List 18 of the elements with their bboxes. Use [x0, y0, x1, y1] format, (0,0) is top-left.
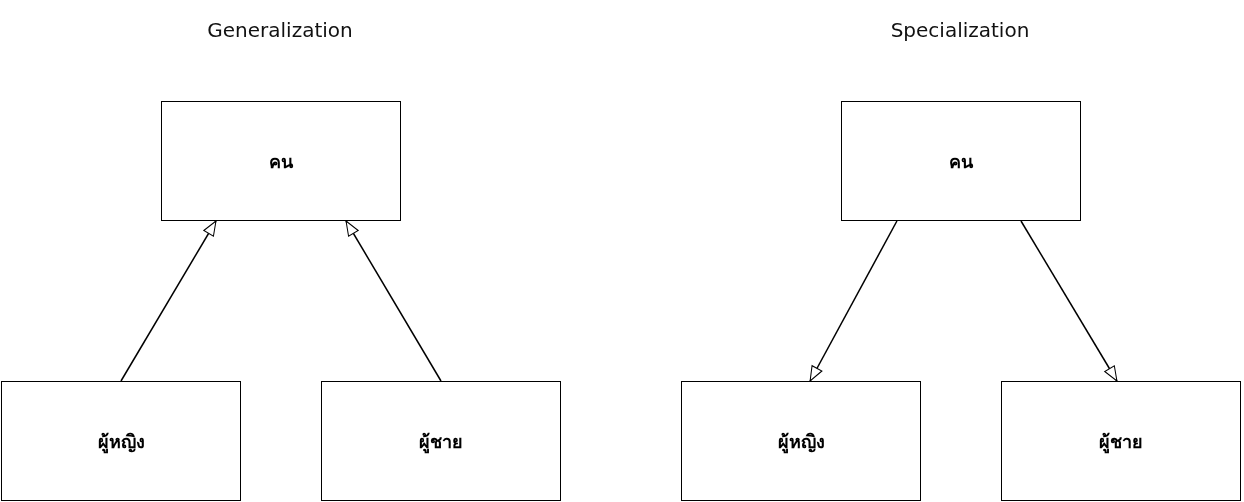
class-box	[1001, 381, 1241, 501]
arrow	[120, 220, 217, 382]
arrow	[809, 220, 898, 382]
class-box	[161, 101, 401, 221]
class-box	[321, 381, 561, 501]
heading: Specialization	[890, 18, 1030, 42]
class-name: ผู้หญิง	[777, 429, 825, 456]
class-name: คน	[949, 149, 973, 174]
arrow	[345, 220, 442, 382]
class-name: ผู้ชาย	[419, 429, 463, 456]
class-box	[1, 381, 241, 501]
heading: Generalization	[207, 18, 353, 42]
class-box	[841, 101, 1081, 221]
class-name: ผู้หญิง	[97, 429, 145, 456]
class-box	[681, 381, 921, 501]
class-name: คน	[269, 149, 293, 174]
class-name: ผู้ชาย	[1099, 429, 1143, 456]
arrow	[1020, 220, 1118, 382]
